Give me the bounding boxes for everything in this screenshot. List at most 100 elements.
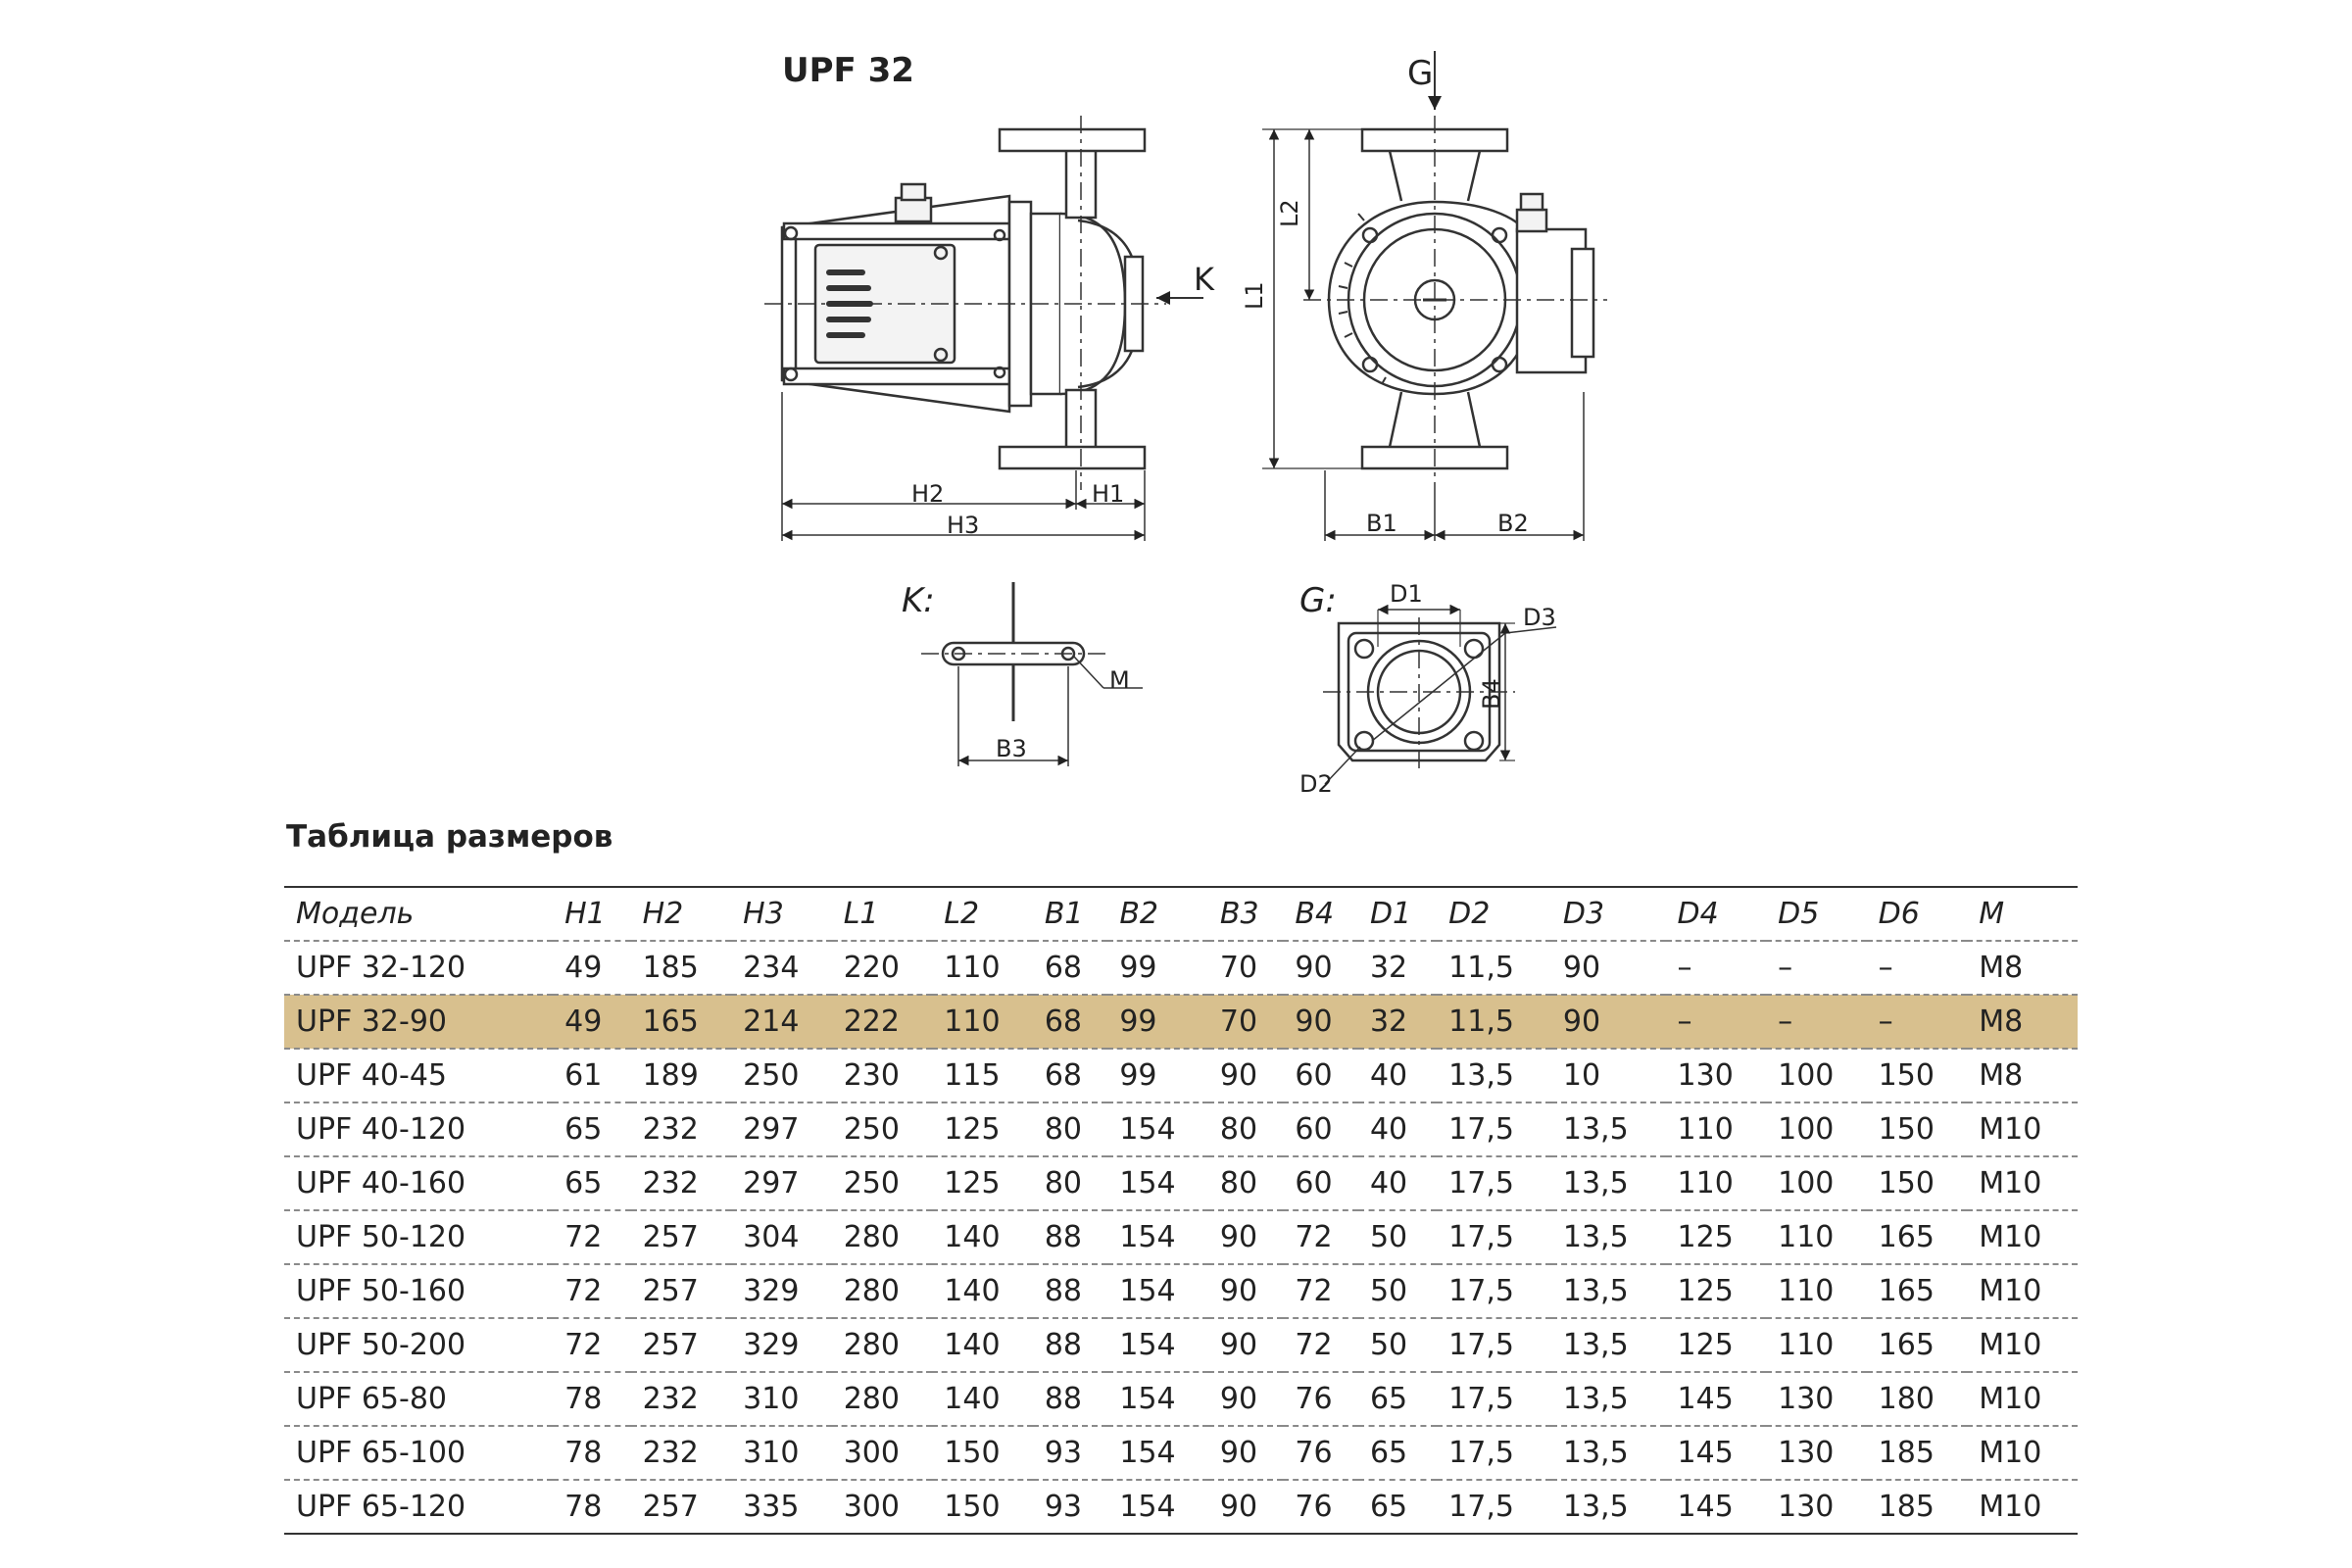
table-cell: 234 bbox=[731, 941, 832, 996]
k-flange-detail bbox=[921, 582, 1143, 766]
header-d5: D5 bbox=[1766, 887, 1867, 942]
table-cell: 154 bbox=[1107, 1372, 1208, 1427]
table-cell: 60 bbox=[1283, 1156, 1358, 1211]
table-cell: 232 bbox=[630, 1426, 732, 1481]
table-cell: 65 bbox=[553, 1156, 631, 1211]
table-cell: 68 bbox=[1032, 1049, 1108, 1103]
model-cell: UPF 65-120 bbox=[284, 1480, 554, 1535]
table-cell: 125 bbox=[932, 1156, 1033, 1211]
drawing-title: UPF 32 bbox=[782, 51, 914, 90]
table-cell: 150 bbox=[1866, 1102, 1968, 1157]
table-cell: 180 bbox=[1866, 1372, 1968, 1427]
header-d4: D4 bbox=[1665, 887, 1767, 942]
table-cell: 300 bbox=[831, 1426, 933, 1481]
b4-label: B4 bbox=[1478, 678, 1505, 710]
table-cell: 110 bbox=[1665, 1102, 1767, 1157]
h2-label: H2 bbox=[911, 480, 944, 508]
table-cell: 80 bbox=[1207, 1102, 1284, 1157]
table-cell: 297 bbox=[731, 1102, 832, 1157]
table-cell: 110 bbox=[1766, 1264, 1867, 1319]
header-m: M bbox=[1967, 887, 2078, 942]
table-cell: 78 bbox=[553, 1480, 631, 1535]
table-cell: 297 bbox=[731, 1156, 832, 1211]
table-cell: 90 bbox=[1283, 941, 1358, 996]
table-cell: 10 bbox=[1550, 1049, 1666, 1103]
table-cell: 13,5 bbox=[1550, 1156, 1666, 1211]
table-cell: 40 bbox=[1357, 1049, 1438, 1103]
table-cell: 125 bbox=[932, 1102, 1033, 1157]
table-cell: 80 bbox=[1207, 1156, 1284, 1211]
table-cell: 220 bbox=[831, 941, 933, 996]
table-cell: 17,5 bbox=[1437, 1318, 1551, 1373]
model-cell: UPF 32-90 bbox=[284, 995, 554, 1050]
table-cell: 90 bbox=[1207, 1480, 1284, 1535]
table-cell: M10 bbox=[1967, 1318, 2078, 1373]
table-cell: 49 bbox=[553, 941, 631, 996]
table-cell: 165 bbox=[1866, 1264, 1968, 1319]
table-cell: 280 bbox=[831, 1318, 933, 1373]
table-cell: 232 bbox=[630, 1102, 732, 1157]
table-cell: 90 bbox=[1207, 1264, 1284, 1319]
h1-label: H1 bbox=[1092, 480, 1124, 508]
table-cell: 13,5 bbox=[1550, 1480, 1666, 1535]
table-cell: 76 bbox=[1283, 1372, 1358, 1427]
table-cell: 110 bbox=[932, 941, 1033, 996]
dimensions-table: Модель H1 H2 H3 L1 L2 B1 B2 B3 B4 D1 D2 … bbox=[284, 886, 2078, 1535]
table-cell: 300 bbox=[831, 1480, 933, 1535]
table-cell: 140 bbox=[932, 1372, 1033, 1427]
table-cell: 80 bbox=[1032, 1156, 1108, 1211]
table-cell: 60 bbox=[1283, 1102, 1358, 1157]
table-cell: 60 bbox=[1283, 1049, 1358, 1103]
table-cell: 99 bbox=[1107, 995, 1208, 1050]
header-d3: D3 bbox=[1550, 887, 1666, 942]
table-cell: 90 bbox=[1283, 995, 1358, 1050]
table-cell: M8 bbox=[1967, 1049, 2078, 1103]
model-cell: UPF 65-100 bbox=[284, 1426, 554, 1481]
table-cell: – bbox=[1665, 995, 1767, 1050]
table-cell: 90 bbox=[1207, 1318, 1284, 1373]
header-model: Модель bbox=[284, 887, 554, 942]
table-cell: 32 bbox=[1357, 941, 1438, 996]
table-cell: 154 bbox=[1107, 1156, 1208, 1211]
table-cell: 76 bbox=[1283, 1426, 1358, 1481]
table-cell: M10 bbox=[1967, 1372, 2078, 1427]
header-h3: H3 bbox=[731, 887, 832, 942]
table-cell: M10 bbox=[1967, 1426, 2078, 1481]
table-cell: 90 bbox=[1207, 1049, 1284, 1103]
table-cell: 185 bbox=[1866, 1480, 1968, 1535]
table-cell: 61 bbox=[553, 1049, 631, 1103]
header-l1: L1 bbox=[831, 887, 933, 942]
table-cell: 130 bbox=[1766, 1426, 1867, 1481]
table-cell: 72 bbox=[553, 1264, 631, 1319]
table-cell: 65 bbox=[553, 1102, 631, 1157]
model-cell: UPF 40-160 bbox=[284, 1156, 554, 1211]
table-cell: 99 bbox=[1107, 941, 1208, 996]
table-cell: 40 bbox=[1357, 1156, 1438, 1211]
table-cell: 154 bbox=[1107, 1264, 1208, 1319]
technical-drawings: K H2 H1 H3 bbox=[764, 51, 1607, 798]
table-cell: 150 bbox=[932, 1480, 1033, 1535]
table-cell: 99 bbox=[1107, 1049, 1208, 1103]
table-cell: 125 bbox=[1665, 1318, 1767, 1373]
table-cell: M10 bbox=[1967, 1156, 2078, 1211]
table-cell: 140 bbox=[932, 1264, 1033, 1319]
b3-label: B3 bbox=[996, 735, 1027, 762]
table-cell: 310 bbox=[731, 1426, 832, 1481]
table-cell: 72 bbox=[1283, 1318, 1358, 1373]
table-cell: 150 bbox=[932, 1426, 1033, 1481]
table-cell: 150 bbox=[1866, 1049, 1968, 1103]
table-cell: 185 bbox=[1866, 1426, 1968, 1481]
table-cell: 230 bbox=[831, 1049, 933, 1103]
header-d1: D1 bbox=[1357, 887, 1438, 942]
table-cell: 13,5 bbox=[1550, 1426, 1666, 1481]
table-cell: 130 bbox=[1766, 1372, 1867, 1427]
g-arrow-label: G bbox=[1407, 54, 1433, 93]
k-arrow-label: K bbox=[1194, 261, 1215, 298]
table-cell: 125 bbox=[1665, 1264, 1767, 1319]
table-cell: 65 bbox=[1357, 1426, 1438, 1481]
table-cell: 250 bbox=[831, 1156, 933, 1211]
table-cell: 70 bbox=[1207, 995, 1284, 1050]
